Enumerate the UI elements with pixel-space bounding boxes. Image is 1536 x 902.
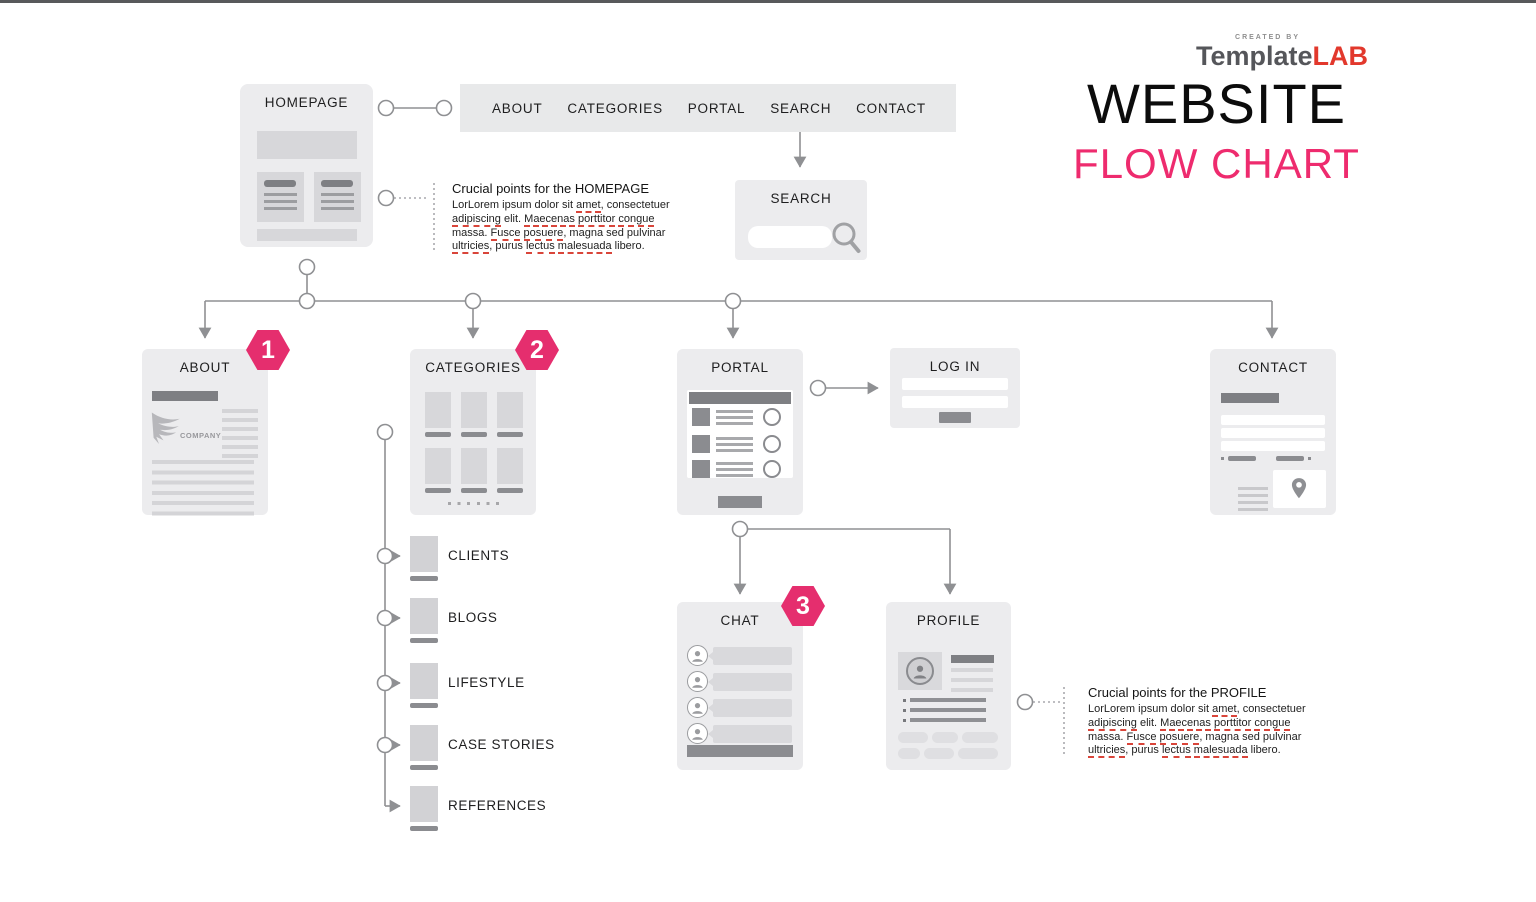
search-icon xyxy=(832,222,861,253)
login-title: LOG IN xyxy=(929,359,981,374)
menu-thumb-case-stories xyxy=(410,725,438,761)
wireframe-bullet-dots xyxy=(903,699,906,723)
logo-template-text: Template xyxy=(1195,41,1313,71)
poster-title: WEBSITE xyxy=(1086,72,1347,135)
wireframe-thumb xyxy=(461,392,487,428)
nav-item-search: SEARCH xyxy=(770,100,832,116)
nav-item-about: ABOUT xyxy=(492,100,543,116)
wireframe-thumb xyxy=(461,448,487,484)
wireframe-map-card xyxy=(1273,470,1326,508)
wireframe-card-left xyxy=(257,172,304,222)
wireframe-text-lines-full xyxy=(152,460,254,516)
profile-node: PROFILE xyxy=(886,602,1011,770)
poster-subtitle: FLOW CHART xyxy=(1073,140,1360,187)
wireframe-form-input xyxy=(1221,428,1325,438)
homepage-annotation-body: LorLorem ipsum dolor sit amet, consectet… xyxy=(452,199,670,255)
brand-block: CREATED BY TemplateLAB WEBSITE FLOW CHAR… xyxy=(1063,34,1370,187)
nav-item-categories: CATEGORIES xyxy=(567,100,663,116)
user-avatar-icon xyxy=(687,645,708,666)
wireframe-banner xyxy=(257,131,357,159)
homepage-title: HOMEPAGE xyxy=(264,95,349,110)
menu-item-clients: CLIENTS xyxy=(448,548,510,563)
wireframe-text-lines xyxy=(1238,487,1268,511)
menu-thumb-blogs xyxy=(410,598,438,634)
templatelab-logo: TemplateLAB xyxy=(1063,41,1368,71)
categories-title: CATEGORIES xyxy=(425,360,521,375)
wireframe-footer xyxy=(257,229,357,241)
chat-node: CHAT xyxy=(677,602,803,770)
login-node: LOG IN xyxy=(890,348,1020,428)
about-logo-text: COMPANY xyxy=(180,431,222,440)
search-title: SEARCH xyxy=(770,191,832,206)
homepage-node: HOMEPAGE xyxy=(240,84,373,247)
wireframe-bullet-lines xyxy=(910,698,986,723)
menu-thumb-lifestyle xyxy=(410,663,438,699)
profile-annotation: Crucial points for the PROFILE LorLorem … xyxy=(1088,685,1326,759)
homepage-annotation: Crucial points for the HOMEPAGE LorLorem… xyxy=(452,181,690,255)
wireframe-chat-input-bar xyxy=(687,745,793,757)
created-by-label: CREATED BY xyxy=(1235,34,1300,41)
about-node: ABOUT COMPANY xyxy=(142,349,268,516)
wireframe-password-input xyxy=(902,396,1008,408)
menu-item-blogs: BLOGS xyxy=(448,610,498,625)
user-avatar-icon xyxy=(687,697,708,718)
wireframe-thumb xyxy=(425,392,451,428)
wireframe-card-right xyxy=(314,172,361,222)
menu-thumb-references xyxy=(410,786,438,822)
eagle-logo-icon xyxy=(151,412,180,444)
wireframe-search-input xyxy=(748,226,832,248)
wireframe-heading-bar xyxy=(152,391,218,401)
user-avatar-icon xyxy=(687,723,708,744)
wireframe-info-lines xyxy=(951,668,993,694)
wireframe-heading-bar xyxy=(1221,393,1279,403)
top-border-bar xyxy=(0,0,1536,3)
homepage-annotation-heading: Crucial points for the HOMEPAGE xyxy=(452,181,649,196)
profile-annotation-heading: Crucial points for the PROFILE xyxy=(1088,685,1267,700)
wireframe-thumb xyxy=(497,392,523,428)
contact-node: CONTACT xyxy=(1210,349,1336,515)
wireframe-text-lines-right xyxy=(222,409,258,460)
logo-lab-text: LAB xyxy=(1312,41,1369,71)
wireframe-portal-panel xyxy=(687,390,793,478)
portal-node: PORTAL xyxy=(677,349,803,515)
chat-title: CHAT xyxy=(720,613,760,628)
nav-item-contact: CONTACT xyxy=(856,100,926,116)
wireframe-button xyxy=(718,496,762,508)
chat-message-bubble xyxy=(708,647,792,665)
location-pin-icon xyxy=(1291,478,1307,499)
menu-item-references: REFERENCES xyxy=(448,798,547,813)
portal-title: PORTAL xyxy=(711,360,769,375)
profile-annotation-body: LorLorem ipsum dolor sit amet, consectet… xyxy=(1088,703,1306,759)
wireframe-form-input xyxy=(1221,441,1325,451)
wireframe-login-button xyxy=(939,412,971,423)
navbar-node: ABOUT CATEGORIES PORTAL SEARCH CONTACT xyxy=(460,84,956,132)
wireframe-thumb xyxy=(425,448,451,484)
wireframe-name-bar xyxy=(951,655,994,663)
wireframe-thumb xyxy=(497,448,523,484)
search-node: SEARCH xyxy=(735,180,867,260)
profile-title: PROFILE xyxy=(916,613,981,628)
chat-message-bubble xyxy=(708,725,792,743)
chat-message-bubble xyxy=(708,673,792,691)
wireframe-username-input xyxy=(902,378,1008,390)
nav-item-portal: PORTAL xyxy=(687,100,746,116)
chat-message-bubble xyxy=(708,699,792,717)
categories-node: CATEGORIES xyxy=(410,349,536,515)
contact-title: CONTACT xyxy=(1238,360,1308,375)
wireframe-form-input xyxy=(1221,415,1325,425)
wireframe-avatar-card xyxy=(898,652,942,690)
about-title: ABOUT xyxy=(179,360,231,375)
user-avatar-icon xyxy=(687,671,708,692)
menu-item-lifestyle: LIFESTYLE xyxy=(448,675,525,690)
carousel-dots xyxy=(448,502,499,505)
menu-item-case-stories: CASE STORIES xyxy=(448,737,555,752)
profile-avatar-icon xyxy=(906,657,934,685)
menu-thumb-clients xyxy=(410,536,438,572)
